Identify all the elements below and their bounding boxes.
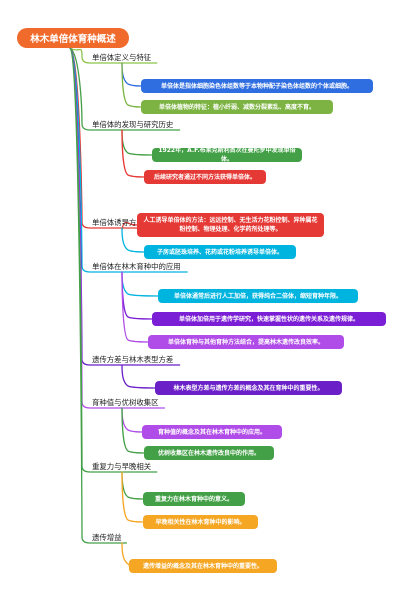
connector	[121, 271, 149, 343]
leaf-text: 重复力在林木育种中的意义。	[154, 495, 233, 503]
leaf-text: 单倍体加倍用于遗传学研究，快速掌握性状的遗传关系及遗传规律。	[178, 315, 359, 323]
leaf-text: 早晚相关性在林木育种中的影响。	[155, 518, 246, 526]
leaf-node[interactable]: 林木表型方差与遗传方差的概念及其在育种中的重要性。	[155, 381, 342, 395]
connector	[69, 47, 181, 131]
connector	[121, 471, 144, 523]
leaf-text: 单倍体植物的特征：植小纤弱、减数分裂紊乱、高度不育。	[158, 103, 315, 111]
connector	[121, 271, 159, 297]
connector	[121, 227, 145, 253]
leaf-text: 单倍体是指体细胞染色体组数等于本物种配子染色体组数的个体或细胞。	[160, 82, 353, 90]
leaf-node[interactable]: 单倍体植物的特征：植小纤弱、减数分裂紊乱、高度不育。	[141, 100, 333, 114]
branch-node[interactable]: 育种值与优树收集区	[92, 398, 159, 407]
connector	[69, 47, 128, 544]
leaf-node[interactable]: 遗传增益的概念及其在林木育种中的重要性。	[129, 559, 277, 573]
connector	[121, 62, 142, 108]
leaf-text: 1922年，A.F.布莱克斯利首次在曼陀罗中发现单倍体。	[158, 147, 296, 163]
leaf-text: 优树收集区在林木遗传改良中的作用。	[157, 449, 260, 457]
leaf-node[interactable]: 单倍体加倍用于遗传学研究，快速掌握性状的遗传关系及遗传规律。	[152, 312, 386, 326]
connector	[121, 471, 144, 500]
leaf-node[interactable]: 优树收集区在林木遗传改良中的作用。	[144, 446, 274, 460]
branch-node[interactable]: 单倍体的发现与研究历史	[92, 120, 174, 129]
connector	[69, 47, 150, 229]
connector	[69, 47, 158, 64]
branch-node[interactable]: 单倍体诱导方法	[92, 218, 144, 227]
branch-node[interactable]: 重复力与早晚相关	[92, 462, 152, 471]
leaf-node[interactable]: 单倍体通常后进行人工加倍，获得纯合二倍体，缩短育种年限。	[158, 289, 358, 303]
leaf-text: 后续研究者通过不同方法获得单倍体。	[153, 173, 256, 181]
leaf-text: 林木表型方差与遗传方差的概念及其在育种中的重要性。	[173, 384, 324, 392]
leaf-node[interactable]: 单倍体育种与其他育种方法结合，提高林木遗传改良效率。	[148, 335, 344, 349]
leaf-text: 人工诱导单倍体的方法：远远控制、无生活力花粉控制、异种属花粉控制、物理处理、化学…	[143, 217, 318, 233]
connector	[121, 129, 153, 156]
connector	[121, 407, 143, 433]
root-title: 林木单倍体育种概述	[30, 34, 116, 45]
connector	[121, 129, 145, 178]
connector	[121, 364, 156, 389]
leaf-node[interactable]: 早晚相关性在林木育种中的影响。	[143, 515, 258, 529]
leaf-node[interactable]: 1922年，A.F.布莱克斯利首次在曼陀罗中发现单倍体。	[152, 147, 302, 163]
leaf-text: 育种值的概念及其在林木育种中的应用。	[157, 428, 266, 436]
leaf-text: 单倍体育种与其他育种方法结合，提高林木遗传改良效率。	[167, 338, 324, 346]
root-node[interactable]: 林木单倍体育种概述	[17, 28, 129, 48]
leaf-node[interactable]: 后续研究者通过不同方法获得单倍体。	[144, 170, 266, 184]
leaf-text: 遗传增益的概念及其在林木育种中的重要性。	[142, 562, 263, 570]
leaf-node[interactable]: 子房或胚珠培养、花药或花粉培养诱导单倍体。	[144, 245, 296, 259]
leaf-text: 单倍体通常后进行人工加倍，获得纯合二倍体，缩短育种年限。	[173, 292, 342, 300]
branch-node[interactable]: 遗传方差与林木表型方差	[92, 355, 174, 364]
leaf-text: 子房或胚珠培养、花药或花粉培养诱导单倍体。	[156, 248, 283, 256]
leaf-node[interactable]: 育种值的概念及其在林木育种中的应用。	[142, 425, 282, 439]
connector	[69, 47, 188, 273]
branch-node[interactable]: 遗传增益	[92, 533, 122, 542]
connector	[121, 62, 142, 87]
branch-node[interactable]: 单倍体定义与特征	[92, 53, 152, 62]
branch-node[interactable]: 单倍体在林木育种中的应用	[92, 262, 181, 271]
connector	[121, 407, 145, 454]
leaf-node[interactable]: 人工诱导单倍体的方法：远远控制、无生活力花粉控制、异种属花粉控制、物理处理、化学…	[137, 213, 324, 237]
leaf-node[interactable]: 重复力在林木育种中的意义。	[143, 492, 245, 506]
leaf-node[interactable]: 单倍体是指体细胞染色体组数等于本物种配子染色体组数的个体或细胞。	[141, 79, 373, 93]
